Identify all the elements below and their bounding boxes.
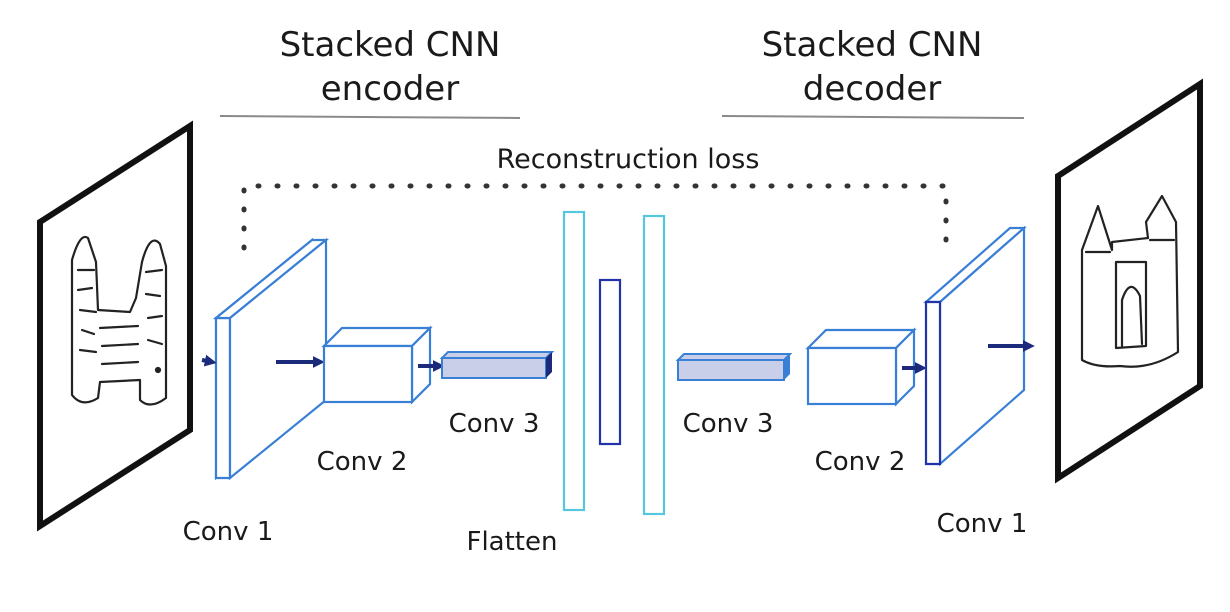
flatten-label: Flatten [467,527,558,557]
encoder-conv2-label: Conv 2 [317,447,408,477]
flatten-vector-right [642,214,666,516]
reconstruction-loss-path [241,183,949,251]
encoder-conv1-layer [212,237,330,481]
encoder-conv2-layer [321,325,433,405]
input-sketch-image [37,120,193,532]
encoder-conv1-label: Conv 1 [183,517,274,547]
decoder-conv3-label: Conv 3 [683,409,774,439]
flatten-vector-left [562,210,586,512]
decoder-title-rule [721,115,1025,119]
decoder-title-line1: Stacked CNN [762,25,983,65]
latent-code-vector [598,278,622,446]
encoder-title-rule [219,115,521,119]
decoder-conv2-label: Conv 2 [815,447,906,477]
encoder-arrow-input [201,354,217,367]
encoder-conv3-layer [439,351,555,379]
encoder-conv3-label: Conv 3 [449,409,540,439]
reconstruction-loss-label: Reconstruction loss [497,144,760,175]
decoder-conv1-layer [923,225,1027,467]
decoder-conv1-label: Conv 1 [937,509,1028,539]
decoder-conv2-layer [805,327,917,407]
encoder-title-line2: encoder [321,69,459,109]
decoder-conv3-layer [675,353,793,381]
output-sketch-image [1055,78,1203,484]
encoder-title-line1: Stacked CNN [280,25,501,65]
decoder-title-line2: decoder [803,69,941,109]
